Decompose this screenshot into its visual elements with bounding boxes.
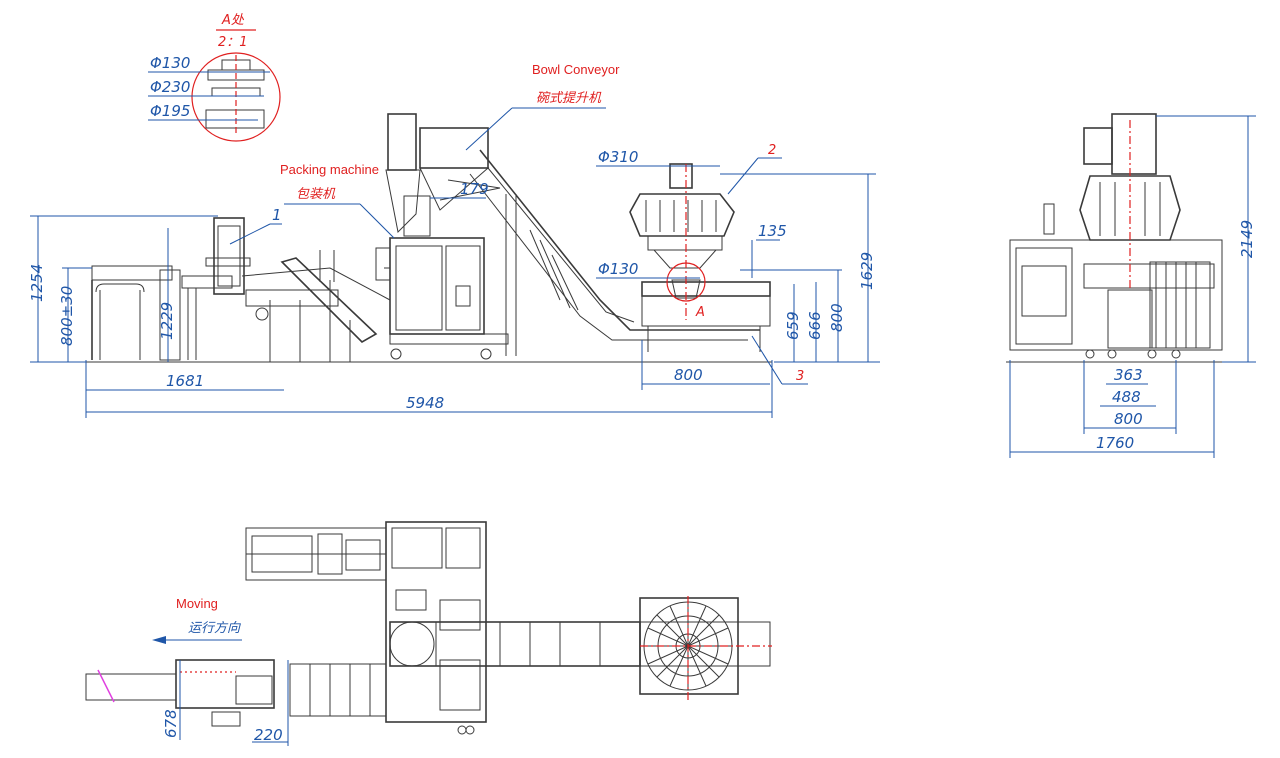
side-view: 2149 363 488 800 1760 <box>1006 113 1256 458</box>
dim-179: 179 <box>460 180 489 198</box>
detail-dim-230: Φ230 <box>150 78 190 96</box>
dim-659: 659 <box>784 311 802 340</box>
callout-1: 1 <box>272 206 282 224</box>
moving-label-cn: 运行方向 <box>188 621 241 636</box>
takeoff-conveyor <box>241 250 391 362</box>
detail-dim-195: Φ195 <box>150 102 190 120</box>
dim-678: 678 <box>162 709 180 738</box>
dim-1229: 1229 <box>158 302 176 340</box>
feeder-conveyor <box>91 265 233 361</box>
callout-3: 3 <box>796 369 804 384</box>
packing-machine-label: Packing machine <box>280 162 379 177</box>
dim-800-30: 800±30 <box>58 286 76 346</box>
dim-488: 488 <box>1112 388 1141 406</box>
multihead-weigher <box>629 163 771 352</box>
dim-800-height: 800 <box>828 303 846 332</box>
dim-135: 135 <box>758 222 787 240</box>
detail-a-circle <box>191 52 281 142</box>
dim-310: Φ310 <box>598 148 638 166</box>
front-view: 1254 800±30 1229 1681 5948 800 Φ310 <box>28 62 880 418</box>
bowl-conveyor-label: Bowl Conveyor <box>532 62 620 77</box>
dim-666: 666 <box>806 311 824 340</box>
dim-1629: 1629 <box>858 252 876 290</box>
dim-800-side: 800 <box>1114 410 1143 428</box>
detail-a-title: A处 <box>221 13 245 28</box>
dim-220: 220 <box>254 726 283 744</box>
metal-detector <box>205 217 251 295</box>
dim-1681: 1681 <box>166 372 204 390</box>
front-dimensions: 1254 800±30 1229 1681 5948 800 Φ310 <box>28 148 880 418</box>
detail-a-scale: 2：1 <box>218 35 248 50</box>
moving-arrow-head <box>152 636 166 644</box>
moving-label: Moving <box>176 596 218 611</box>
callout-2: 2 <box>768 143 776 158</box>
dim-800-width: 800 <box>674 366 703 384</box>
front-callouts: 1 2 3 Bowl Conveyor 碗式提升机 Packing machin… <box>229 62 808 385</box>
packing-machine-label-cn: 包装机 <box>296 187 336 202</box>
detail-dim-130: Φ130 <box>150 54 190 72</box>
dim-1254: 1254 <box>28 264 46 302</box>
bowl-conveyor <box>419 127 760 356</box>
dim-5948: 5948 <box>406 394 444 412</box>
top-view: 678 220 Moving 运行方向 <box>85 521 772 746</box>
bowl-conveyor-label-cn: 碗式提升机 <box>536 90 602 106</box>
packing-machine <box>375 113 509 360</box>
dim-130: Φ130 <box>598 260 638 278</box>
marker-a: A <box>695 305 705 320</box>
dim-1760: 1760 <box>1096 434 1134 452</box>
dim-2149: 2149 <box>1238 220 1256 258</box>
detail-a: A处 2：1 Φ130 Φ230 Φ195 <box>148 13 281 142</box>
highlight-mark <box>97 669 115 703</box>
dim-363: 363 <box>1114 366 1143 384</box>
